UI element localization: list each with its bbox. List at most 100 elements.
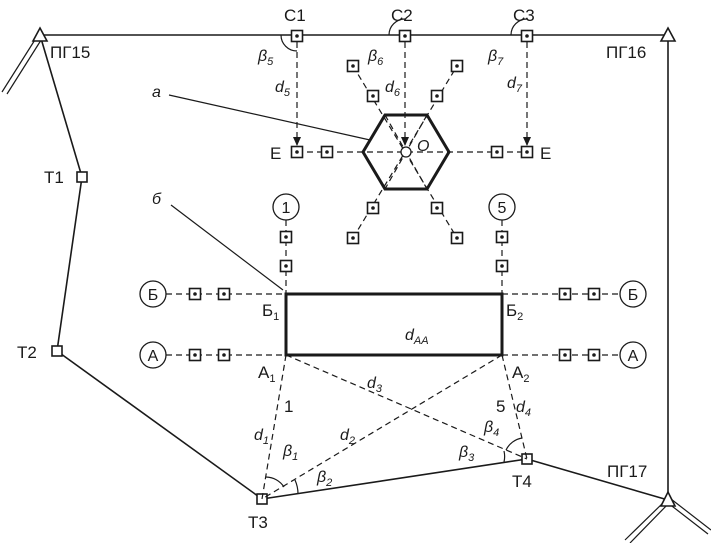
corner-label-b1: Б1 <box>262 301 279 323</box>
stations: С1 С2 С3 β5 β6 β7 d5 d6 d7 <box>257 6 535 146</box>
axis-marker <box>558 348 572 362</box>
angle-arc-beta3 <box>503 450 506 463</box>
axis-marker <box>217 348 231 362</box>
center-point-o-icon <box>400 146 412 158</box>
callout-line-b <box>170 204 284 291</box>
callouts: а б <box>152 84 371 291</box>
axis-marker <box>188 287 202 301</box>
axis-marker <box>346 59 360 73</box>
callout-line-a <box>168 94 371 141</box>
axis-marker <box>430 89 444 103</box>
axis-marker <box>587 348 601 362</box>
axis-bubble-a-left <box>139 341 167 369</box>
corner-label-a1: А1 <box>258 363 275 385</box>
svg-text:5: 5 <box>498 200 507 217</box>
angle-label-beta2: β2 <box>316 469 332 489</box>
axis-bubble-b-left <box>139 280 167 308</box>
label-pg16: ПГ16 <box>606 43 646 62</box>
callout-label-a: а <box>152 84 161 101</box>
axis-marker <box>587 287 601 301</box>
station-c1-icon <box>290 29 304 43</box>
distance-label-d4: d4 <box>516 399 531 419</box>
axis-marker <box>366 201 380 215</box>
label-center-o: O <box>417 138 429 155</box>
line-d2 <box>261 354 503 500</box>
axis-marker <box>279 259 293 273</box>
axis-marker <box>558 287 572 301</box>
benchmark-pg16-icon <box>659 26 677 42</box>
label-c2: С2 <box>391 6 413 25</box>
axis-bubble-1 <box>272 193 300 221</box>
angle-label-beta3: β3 <box>458 444 475 464</box>
benchmark-pg17-icon <box>659 490 677 507</box>
line-t2-t3 <box>56 350 263 500</box>
building: 1 5 Б Б А А Б1 Б2 А1 А2 dАА <box>139 193 647 385</box>
angle-arc-beta1 <box>265 476 285 488</box>
station-c3-icon <box>520 29 534 43</box>
label-t4: Т4 <box>512 472 532 491</box>
angle-arc-beta5 <box>280 34 298 52</box>
line-d1 <box>261 354 287 500</box>
callout-label-b: б <box>152 191 162 208</box>
axis-marker <box>520 145 534 159</box>
axis-marker <box>495 230 509 244</box>
axis-marker <box>279 230 293 244</box>
distance-label-daa: dАА <box>405 327 429 347</box>
axis-marker <box>320 145 334 159</box>
axis-marker <box>495 259 509 273</box>
hexagon-structure: O Е Е <box>270 59 551 245</box>
label-t2: Т2 <box>17 343 37 362</box>
label-near-a1: 1 <box>284 397 293 416</box>
axis-marker <box>290 145 304 159</box>
axis-marker <box>188 348 202 362</box>
distance-label-d5: d5 <box>275 79 291 99</box>
label-near-a2: 5 <box>496 397 505 416</box>
angle-label-beta6: β6 <box>367 48 384 68</box>
axis-marker <box>490 145 504 159</box>
benchmarks <box>31 26 677 507</box>
station-c2-icon <box>398 29 412 43</box>
angle-arc-beta6 <box>388 18 406 36</box>
svg-text:А: А <box>148 348 159 365</box>
distance-label-d3: d3 <box>367 375 383 395</box>
axis-marker <box>450 59 464 73</box>
stakeout-lines: β1 β2 β3 β4 d1 d2 d3 d4 1 5 <box>254 354 531 500</box>
outgoing-line-pg15 <box>1 34 44 95</box>
label-axis-e-left: Е <box>270 144 281 163</box>
axis-marker <box>366 89 380 103</box>
traverse-point-t1-icon <box>76 171 88 183</box>
svg-text:Б: Б <box>628 287 639 304</box>
axis-bubble-b-right <box>619 280 647 308</box>
svg-text:1: 1 <box>282 200 291 217</box>
traverse-lines <box>1 34 711 543</box>
traverse-point-t2-icon <box>51 345 63 357</box>
axis-bubble-a-right <box>619 341 647 369</box>
line-t3-t4 <box>261 458 528 500</box>
angle-label-beta1: β1 <box>282 443 298 463</box>
angle-label-beta4: β4 <box>483 419 499 439</box>
point-labels: ПГ15 ПГ16 ПГ17 Т1 Т2 Т3 Т4 <box>17 43 647 532</box>
label-c3: С3 <box>513 6 535 25</box>
angle-arc-beta2 <box>294 479 299 495</box>
distance-label-d6: d6 <box>385 79 401 99</box>
building-outline <box>284 292 504 357</box>
axis-bubble-5 <box>488 193 516 221</box>
line-t1-t2 <box>56 176 83 352</box>
angle-arc-beta7 <box>510 18 528 36</box>
distance-label-d2: d2 <box>340 427 355 447</box>
line-d4 <box>501 354 528 460</box>
angle-label-beta7: β7 <box>487 48 504 68</box>
axis-marker <box>217 287 231 301</box>
svg-text:А: А <box>628 348 639 365</box>
corner-label-a2: А2 <box>512 363 529 385</box>
label-pg17: ПГ17 <box>607 462 647 481</box>
axis-marker <box>430 201 444 215</box>
label-axis-e-right: Е <box>540 144 551 163</box>
benchmark-pg15-icon <box>31 26 49 42</box>
label-pg15: ПГ15 <box>50 43 90 62</box>
outgoing-line-pg17 <box>624 498 711 543</box>
distance-label-d1: d1 <box>254 427 269 447</box>
label-t3: Т3 <box>248 513 268 532</box>
axis-marker <box>450 231 464 245</box>
